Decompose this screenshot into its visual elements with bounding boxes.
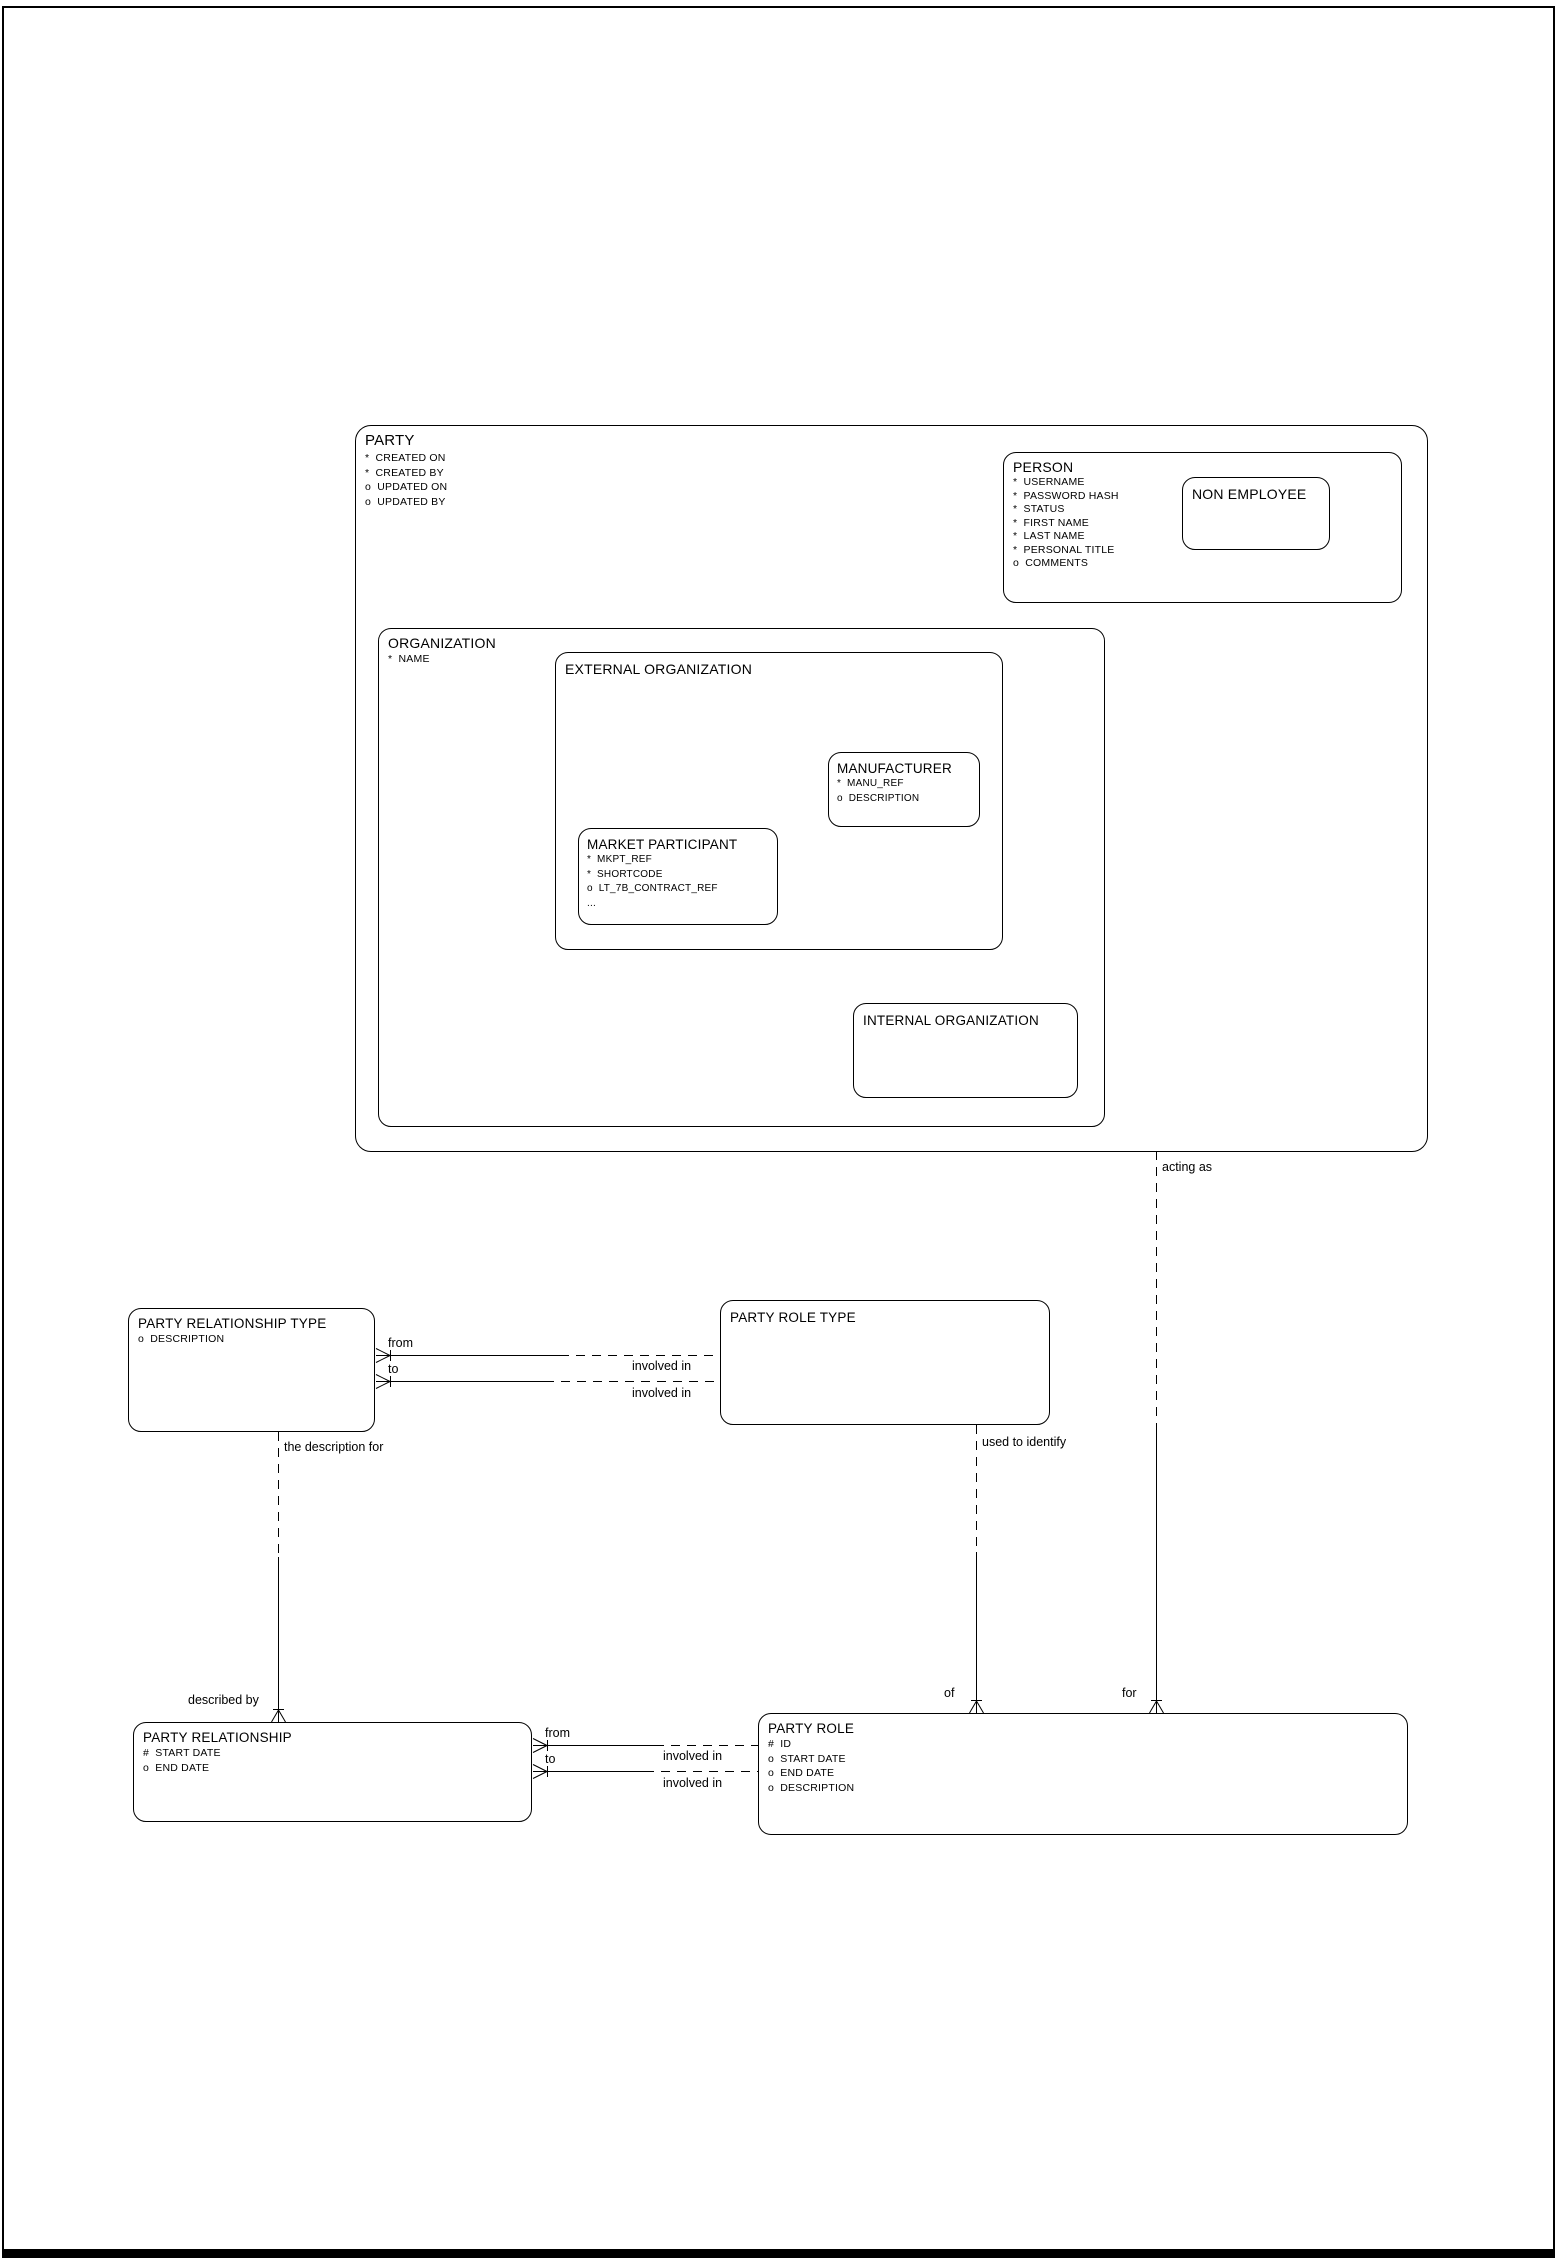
attr-line: o END DATE xyxy=(768,1767,835,1779)
entity-attrs-organization: * NAME xyxy=(388,652,1095,667)
attr-line: # ID xyxy=(768,1738,792,1750)
entity-organization: ORGANIZATION * NAME xyxy=(378,628,1105,1127)
rel-label-described-by: described by xyxy=(188,1693,259,1707)
attr-line: * PERSONAL TITLE xyxy=(1013,543,1115,556)
entity-party-relationship: PARTY RELATIONSHIP # START DATE o END DA… xyxy=(133,1722,532,1822)
attr-line: * SHORTCODE xyxy=(587,868,663,880)
entity-attrs-person: * USERNAME * PASSWORD HASH * STATUS * FI… xyxy=(1013,476,1392,571)
rel-label-the-description-for: the description for xyxy=(284,1440,384,1454)
rel-label-from-top: from xyxy=(388,1336,413,1350)
entity-attrs-party-relationship: # START DATE o END DATE xyxy=(143,1746,522,1775)
entity-internal-organization: INTERNAL ORGANIZATION xyxy=(853,1003,1078,1098)
attr-line: o START DATE xyxy=(768,1752,846,1765)
attr-line: * USERNAME xyxy=(1013,476,1085,488)
rel-label-involved-in-top-1: involved in xyxy=(632,1359,692,1373)
rel-label-from-bottom: from xyxy=(545,1726,570,1740)
attr-line: * NAME xyxy=(388,653,430,665)
attr-line: * CREATED BY xyxy=(365,466,444,479)
entity-non-employee: NON EMPLOYEE xyxy=(1182,477,1330,550)
attr-line: * STATUS xyxy=(1013,503,1065,515)
entity-attrs-party-role: # ID o START DATE o END DATE o DESCRIPTI… xyxy=(768,1737,1398,1795)
connector-acting-as-for xyxy=(1149,1151,1164,1714)
attr-line: o COMMENTS xyxy=(1013,557,1089,569)
attr-line: o DESCRIPTION xyxy=(837,792,920,804)
attr-line: # START DATE xyxy=(143,1747,221,1759)
entity-manufacturer: MANUFACTURER * MANU_REF o DESCRIPTION xyxy=(828,752,980,827)
rel-label-involved-in-top-2: involved in xyxy=(632,1386,692,1400)
entity-title-person: PERSON xyxy=(1013,459,1074,475)
attr-line: * LAST NAME xyxy=(1013,530,1085,542)
entity-title-non-employee: NON EMPLOYEE xyxy=(1192,486,1307,502)
entity-title-manufacturer: MANUFACTURER xyxy=(837,761,952,776)
entity-attrs-manufacturer: * MANU_REF o DESCRIPTION xyxy=(837,777,971,806)
rel-label-of: of xyxy=(944,1686,955,1700)
connector-from-involved-in-bottom xyxy=(532,1738,758,1753)
entity-party-role: PARTY ROLE # ID o START DATE o END DATE … xyxy=(758,1713,1408,1835)
entity-attrs-market-participant: * MKPT_REF * SHORTCODE o LT_7B_CONTRACT_… xyxy=(587,853,769,911)
attr-line: o END DATE xyxy=(143,1761,210,1774)
rel-label-involved-in-bottom-2: involved in xyxy=(663,1776,723,1790)
entity-title-party-relationship: PARTY RELATIONSHIP xyxy=(143,1730,292,1745)
rel-label-to-bottom: to xyxy=(545,1752,556,1766)
attr-line: * MANU_REF xyxy=(837,778,904,789)
attr-line: * PASSWORD HASH xyxy=(1013,489,1119,502)
entity-person: PERSON * USERNAME * PASSWORD HASH * STAT… xyxy=(1003,452,1402,603)
entity-title-market-participant: MARKET PARTICIPANT xyxy=(587,837,738,852)
attr-line: ... xyxy=(587,897,596,909)
entity-attrs-party: * CREATED ON * CREATED BY o UPDATED ON o… xyxy=(365,451,1418,509)
entity-title-party-role: PARTY ROLE xyxy=(768,1721,855,1736)
attr-line: o UPDATED BY xyxy=(365,495,446,508)
connector-to-involved-in-bottom xyxy=(532,1764,758,1779)
entity-external-organization: EXTERNAL ORGANIZATION xyxy=(555,652,1003,950)
attr-line: o DESCRIPTION xyxy=(768,1781,855,1794)
entity-attrs-party-relationship-type: o DESCRIPTION xyxy=(138,1332,365,1347)
entity-title-party-role-type: PARTY ROLE TYPE xyxy=(730,1310,856,1325)
attr-line: o DESCRIPTION xyxy=(138,1333,225,1345)
connector-description-for-described-by xyxy=(271,1432,286,1723)
entity-title-party: PARTY xyxy=(365,432,415,449)
connector-from-involved-in-top xyxy=(375,1348,720,1363)
rel-label-to-top: to xyxy=(388,1362,399,1376)
entity-title-organization: ORGANIZATION xyxy=(388,635,496,651)
connector-used-to-identify-of xyxy=(969,1425,984,1714)
entity-title-internal-organization: INTERNAL ORGANIZATION xyxy=(863,1013,1039,1028)
connector-to-involved-in-top xyxy=(375,1374,720,1389)
attr-line: o LT_7B_CONTRACT_REF xyxy=(587,883,718,894)
entity-market-participant: MARKET PARTICIPANT * MKPT_REF * SHORTCOD… xyxy=(578,828,778,925)
entity-title-party-relationship-type: PARTY RELATIONSHIP TYPE xyxy=(138,1316,327,1331)
rel-label-acting-as: acting as xyxy=(1162,1160,1213,1174)
entity-party-role-type: PARTY ROLE TYPE xyxy=(720,1300,1050,1425)
attr-line: o UPDATED ON xyxy=(365,481,448,493)
rel-label-involved-in-bottom-1: involved in xyxy=(663,1749,723,1763)
rel-label-for: for xyxy=(1122,1686,1137,1700)
attr-line: * MKPT_REF xyxy=(587,854,652,865)
entity-party-relationship-type: PARTY RELATIONSHIP TYPE o DESCRIPTION xyxy=(128,1308,375,1432)
attr-line: * CREATED ON xyxy=(365,452,446,464)
entity-party: PARTY * CREATED ON * CREATED BY o UPDATE… xyxy=(355,425,1428,1152)
attr-line: * FIRST NAME xyxy=(1013,516,1089,529)
entity-title-external-organization: EXTERNAL ORGANIZATION xyxy=(565,661,752,677)
rel-label-used-to-identify: used to identify xyxy=(982,1435,1067,1449)
